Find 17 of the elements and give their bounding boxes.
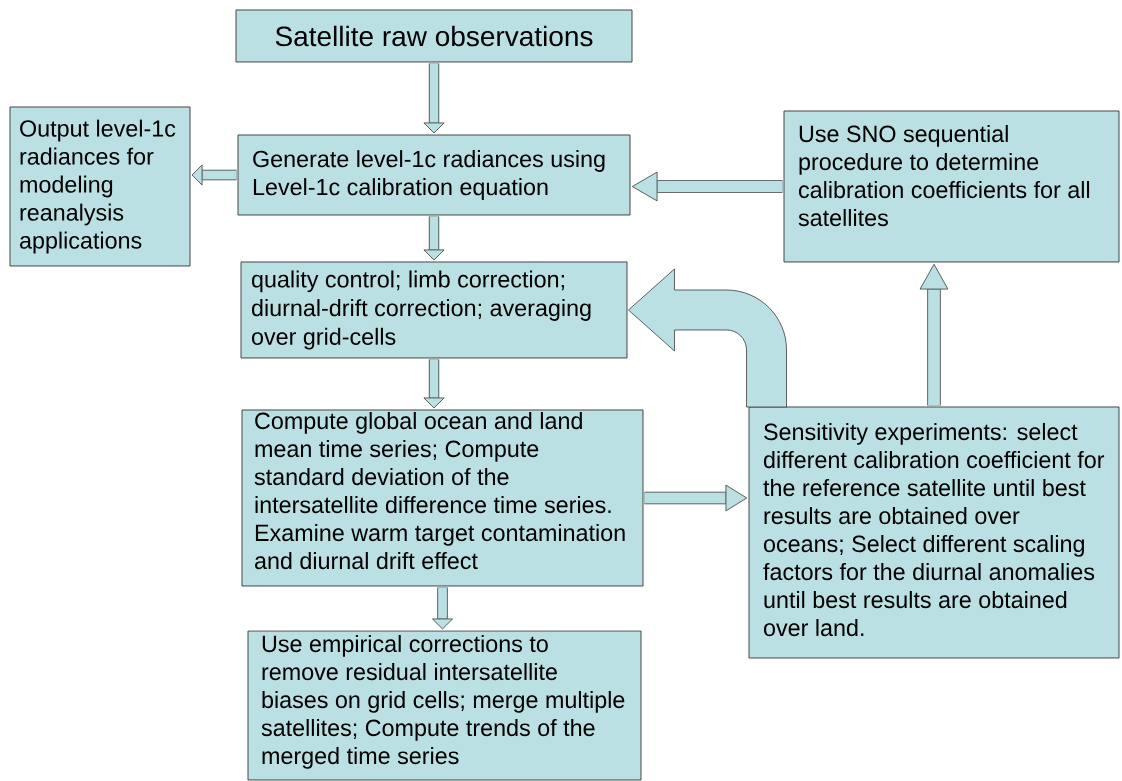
block-arrow <box>423 216 445 261</box>
block-arrow <box>423 63 445 134</box>
process-box: Output level-1c radiances for modeling reanalysis applications <box>9 106 191 267</box>
process-box: Generate level-1c radiances using Level-1c calibration equation <box>237 134 631 216</box>
block-arrow <box>919 263 949 406</box>
process-box: Compute global ocean and land mean time series; Compute standard deviation of the intersatellite difference time series. Examine warm target contamination and diurnal drift effect <box>241 409 644 587</box>
block-arrow <box>631 171 783 202</box>
process-box: Use empirical corrections to remove residual intersatellite biases on grid cells; merge multiple satellites; Compute trends of the merged time series <box>247 630 642 781</box>
process-box: Sensitivity experiments: select different calibration coefficient for the reference satellite until best results are obtained over oceans; Select different scaling factors for the diurnal anomalies until best results are obtained over land. <box>748 406 1120 659</box>
block-arrow <box>191 164 237 186</box>
process-box: Satellite raw observations <box>235 9 633 63</box>
block-arrow <box>432 587 453 630</box>
process-box: quality control; limb correction; diurnal-drift correction; averaging over grid-cells <box>240 261 628 359</box>
process-box: Use SNO sequential procedure to determine calibration coefficients for all satellites <box>783 110 1120 263</box>
block-arrow <box>644 484 748 512</box>
block-arrow <box>423 359 445 409</box>
curved-block-arrow <box>628 268 787 408</box>
